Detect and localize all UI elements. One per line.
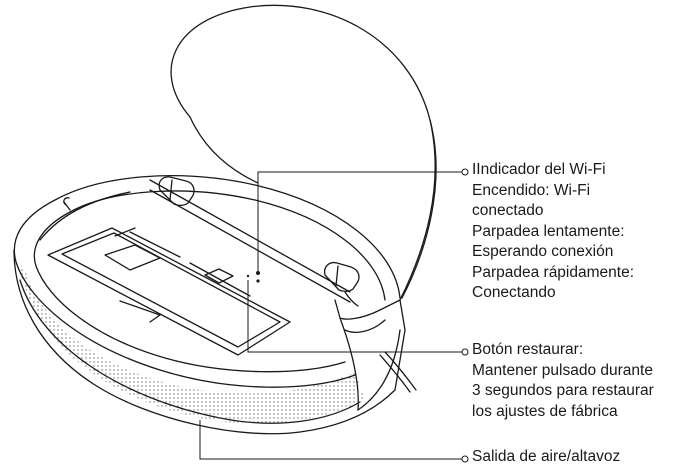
callout-line: Conectando [472,284,556,301]
callout-line: Esperando conexión [472,243,614,260]
callout-line: los ajustes de fábrica [472,402,618,420]
callout-reset-button: Botón restaurar: Mantener pulsado durant… [472,340,654,422]
hinge-bar [149,179,351,293]
callout-line: 3 segundos para restaurar [472,382,654,399]
robot-top-rim [13,175,401,388]
side-brush [379,354,411,393]
callout-line: Parpadea rápidamente: [472,263,635,281]
callout-line: Encendido: Wi-Fi [472,181,591,199]
callout-line: Botón restaurar: [472,341,584,358]
leader-end-wifi [461,168,469,176]
leader-line-wifi [257,171,462,272]
dustbin-panel [47,227,291,356]
callout-line: Parpadea lentamente: [472,222,625,240]
callout-line: IIndicador del Wi-Fi [472,161,606,178]
reset-button-dot [246,274,250,278]
robot-body [13,249,406,435]
callout-air-outlet-speaker: Salida de aire/altavoz [472,447,620,468]
leader-end-air [461,455,469,463]
callout-wifi-indicator: IIndicador del Wi-Fi Encendido: Wi-Fi co… [472,160,634,304]
robot-lid [170,4,436,320]
leader-line-reset [247,280,462,353]
callout-line: Salida de aire/altavoz [472,448,621,465]
callout-line: conectado [472,202,544,219]
callout-line: Mantener pulsado durante [472,361,653,379]
wifi-indicator-dot [256,271,260,275]
leader-end-reset [461,348,469,356]
speaker-grille [18,262,365,424]
leader-line-air [199,420,462,460]
